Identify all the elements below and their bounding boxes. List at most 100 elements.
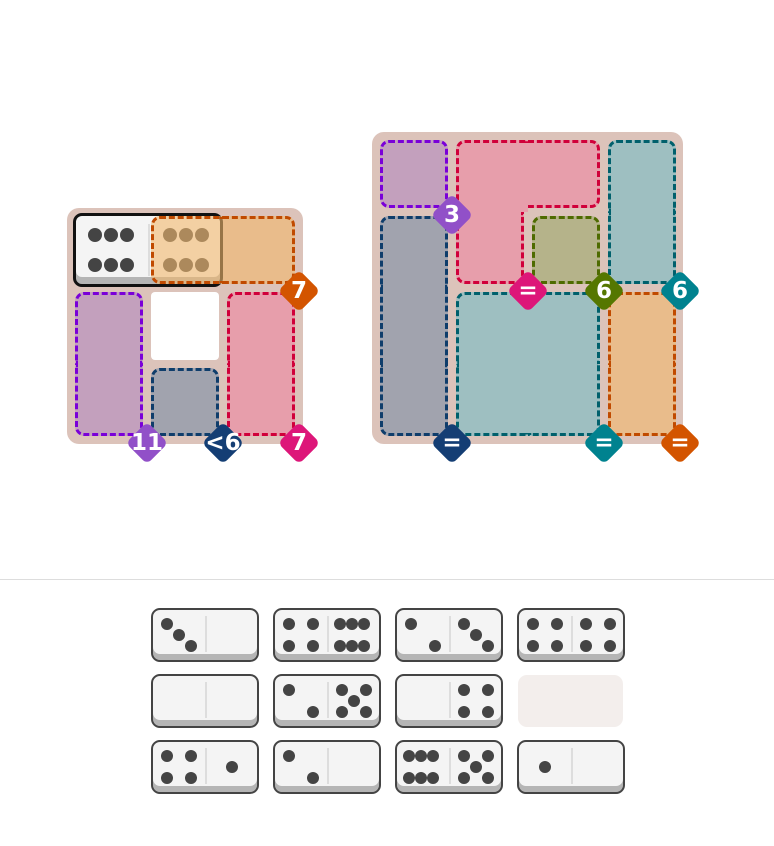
pip (185, 772, 197, 784)
pip (283, 640, 295, 652)
pip (482, 772, 494, 784)
region-cell-purple (380, 140, 448, 208)
pip (539, 761, 551, 773)
pip (283, 618, 295, 630)
region-cell-crimson (227, 292, 295, 364)
tray-domino[interactable] (273, 608, 381, 662)
tray-domino[interactable] (273, 740, 381, 794)
badge-label: = (518, 278, 538, 304)
tray-domino[interactable] (395, 608, 503, 662)
pip (415, 750, 427, 762)
pip (358, 618, 370, 630)
region-cell-teal (608, 140, 676, 212)
badge-label: = (442, 430, 462, 456)
pip (551, 618, 563, 630)
pip (120, 258, 134, 272)
pip (346, 618, 358, 630)
pip (307, 706, 319, 718)
pip (403, 772, 415, 784)
domino-divider (148, 224, 150, 276)
divider (0, 579, 774, 580)
pip (161, 618, 173, 630)
pip (161, 772, 173, 784)
region-constraint-badge: <6 (201, 421, 245, 465)
pip (360, 684, 372, 696)
region-cell-crimson (456, 212, 524, 284)
badge-label: = (670, 430, 690, 456)
pip (458, 750, 470, 762)
tray-domino[interactable] (151, 608, 259, 662)
region-cell-crimson (456, 140, 528, 212)
region-constraint-badge: 6 (658, 269, 702, 313)
tray-domino[interactable] (151, 674, 259, 728)
region-cell-navy (380, 216, 448, 288)
pip (336, 684, 348, 696)
region-cell-orange (151, 216, 223, 284)
pip (415, 772, 427, 784)
region-constraint-badge: = (506, 269, 550, 313)
region-cell-teal (456, 292, 528, 364)
tray-domino[interactable] (517, 608, 625, 662)
pip (336, 706, 348, 718)
pip (88, 258, 102, 272)
badge-label: 6 (595, 278, 612, 304)
pip (458, 772, 470, 784)
pip (334, 618, 346, 630)
pip (482, 706, 494, 718)
pip (427, 750, 439, 762)
badge-label: 7 (290, 430, 307, 456)
domino-divider (449, 682, 451, 718)
pip (161, 750, 173, 762)
pip (429, 640, 441, 652)
pip (307, 618, 319, 630)
pip (348, 695, 360, 707)
domino-divider (449, 748, 451, 784)
region-constraint-badge: 11 (125, 421, 169, 465)
pip (405, 618, 417, 630)
pip (120, 228, 134, 242)
region-cell-orange (608, 292, 676, 364)
pip (458, 684, 470, 696)
pip (551, 640, 563, 652)
badge-label: = (594, 430, 614, 456)
pip (334, 640, 346, 652)
domino-divider (327, 616, 329, 652)
region-constraint-badge: = (430, 421, 474, 465)
region-cell-teal (528, 292, 600, 364)
region-constraint-badge: 3 (430, 193, 474, 237)
tray-domino[interactable] (273, 674, 381, 728)
tray-domino[interactable] (151, 740, 259, 794)
pip (307, 640, 319, 652)
pip (283, 684, 295, 696)
pip (470, 761, 482, 773)
domino-divider (205, 748, 207, 784)
tray-domino[interactable] (395, 740, 503, 794)
pip (580, 640, 592, 652)
region-constraint-badge: 6 (582, 269, 626, 313)
pip (88, 228, 102, 242)
pip (604, 640, 616, 652)
domino-divider (327, 682, 329, 718)
tray-domino[interactable] (517, 740, 625, 794)
pip (173, 629, 185, 641)
pip (580, 618, 592, 630)
region-cell-orange (608, 364, 676, 436)
region-constraint-badge: = (582, 421, 626, 465)
pip (527, 618, 539, 630)
pip (104, 228, 118, 242)
pip (226, 761, 238, 773)
pip (482, 640, 494, 652)
region-cell-crimson (528, 140, 600, 208)
badge-label: 11 (130, 430, 163, 456)
pip (403, 750, 415, 762)
region-cell-purple (75, 364, 143, 436)
pip (470, 629, 482, 641)
region-constraint-badge: 7 (277, 269, 321, 313)
region-constraint-badge: = (658, 421, 702, 465)
pip (458, 618, 470, 630)
domino-divider (327, 748, 329, 784)
pip (360, 706, 372, 718)
badge-label: 6 (671, 278, 688, 304)
region-cell-navy (380, 288, 448, 364)
tray-domino[interactable] (395, 674, 503, 728)
